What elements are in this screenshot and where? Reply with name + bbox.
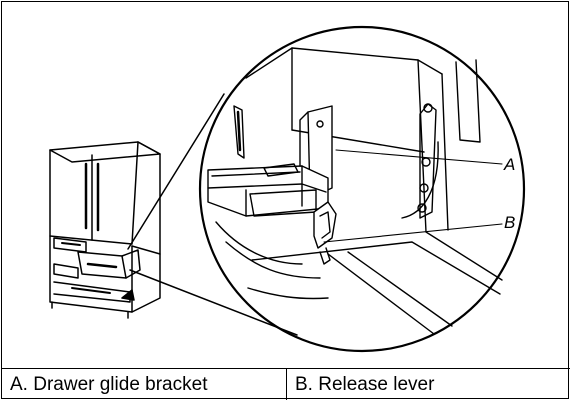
refrigerator-drawer-illustration: A B (49, 25, 526, 353)
legend-item-a: A. Drawer glide bracket (10, 373, 208, 395)
magnified-detail (207, 47, 503, 335)
zoom-line-top (127, 93, 225, 250)
legend-item-b: B. Release lever (286, 369, 570, 400)
callout-a-leader (335, 149, 503, 165)
callout-b-label: B (504, 213, 515, 232)
zoom-line-bottom (129, 269, 298, 336)
callout-a-label: A (503, 155, 515, 174)
magnified-view-circle (198, 25, 526, 353)
legend-table: A. Drawer glide bracket B. Release lever (2, 368, 570, 400)
callout-b-leader (323, 223, 503, 243)
refrigerator-icon (49, 141, 161, 319)
